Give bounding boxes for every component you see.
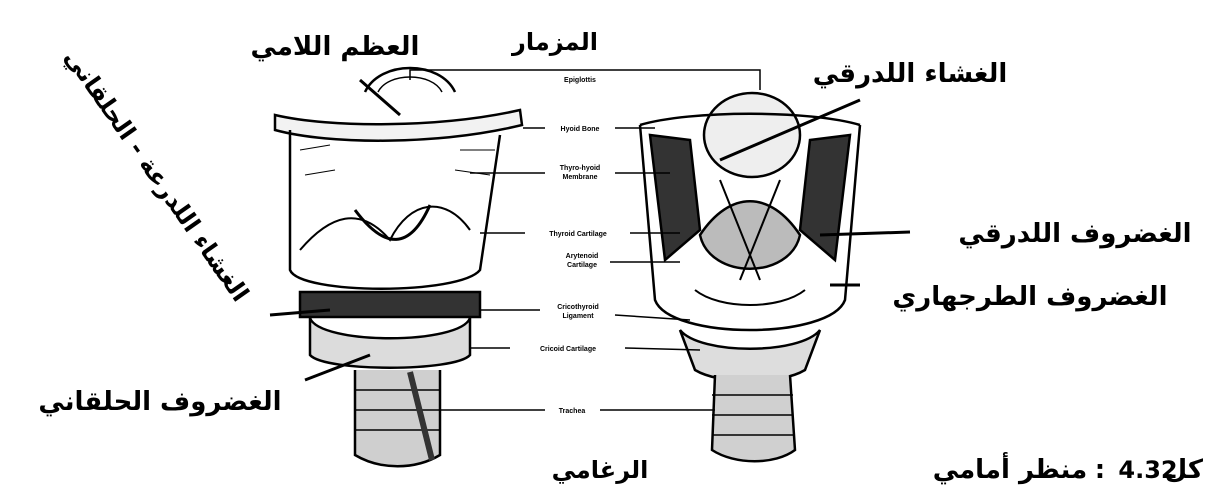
- label-thyroid-cart-en: Thyroid Cartilage: [549, 231, 607, 238]
- label-hyoid-ar: العظم اللامي: [251, 32, 420, 62]
- label-arytenoid-1-en: Arytenoid: [566, 253, 599, 260]
- label-trachea-en: Trachea: [559, 408, 586, 415]
- label-cricoid-ar: الغضروف الحلقاني: [38, 387, 281, 417]
- label-thyrohyoid-1-en: Thyro-hyoid: [560, 165, 600, 172]
- caption-separator: :: [1095, 455, 1105, 485]
- label-epiglottic-membrane-ar: الغشاء اللدرقي: [813, 59, 1008, 89]
- label-arytenoid-2-en: Cartilage: [567, 262, 597, 269]
- label-hyoid-en: Hyoid Bone: [561, 126, 600, 133]
- label-arytenoid-ar: الغضروف الطرجهاري: [892, 282, 1167, 312]
- label-cricothyroid-2-en: Ligament: [562, 313, 594, 320]
- label-cricothyroid-1-en: Cricothyroid: [557, 304, 599, 311]
- label-cricoid-en: Cricoid Cartilage: [540, 346, 596, 353]
- figure-caption: كل 4.32 : منظر أمامي: [933, 452, 1204, 485]
- label-epiglottis-en: Epiglottis: [564, 77, 596, 84]
- caption-number: 4.32: [1118, 456, 1177, 484]
- label-trachea-ar: الرغامي: [552, 456, 649, 484]
- label-cricothyroid-membrane-ar: الغشاء اللدرعة - الحلقاني: [59, 44, 255, 307]
- arabic-labels: العظم اللامي المزمار الغشاء اللدرقي الغض…: [38, 28, 1191, 484]
- label-thyroid-cart-ar: الغضروف اللدرقي: [958, 219, 1191, 249]
- label-epiglottis-ar: المزمار: [511, 28, 598, 56]
- label-thyrohyoid-2-en: Membrane: [562, 174, 597, 181]
- larynx-front-view: [275, 68, 522, 466]
- caption-text: منظر أمامي: [933, 452, 1087, 485]
